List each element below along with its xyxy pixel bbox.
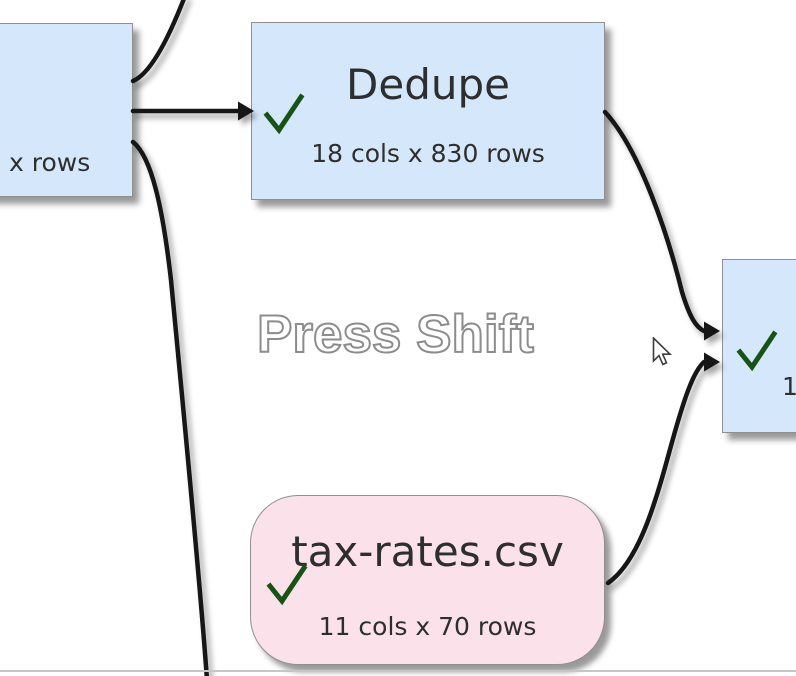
node-dedupe[interactable]: Dedupe 18 cols x 830 rows (251, 22, 605, 200)
connector-left-to-bottom (130, 139, 209, 676)
node-left-partial[interactable]: x rows (0, 23, 133, 197)
pane-divider (0, 670, 796, 672)
node-right-partial[interactable]: 1 (722, 259, 796, 433)
node-title: tax-rates.csv (291, 527, 564, 576)
mouse-cursor (652, 337, 672, 366)
check-icon (266, 562, 308, 606)
node-tax-rates-csv[interactable]: tax-rates.csv 11 cols x 70 rows (250, 495, 605, 665)
check-icon (263, 91, 305, 135)
node-title: Dedupe (346, 60, 510, 109)
connector-dedupe-to-right (602, 109, 707, 334)
node-row-count: x rows (9, 148, 91, 177)
node-row-count: 11 cols x 70 rows (318, 612, 537, 641)
connector-tax-to-right (605, 359, 707, 586)
press-shift-watermark: Press Shift (256, 305, 535, 365)
connector-left-to-top (130, 0, 186, 84)
node-row-count: 18 cols x 830 rows (311, 139, 545, 168)
arrowhead-icon (704, 321, 720, 341)
node-row-count: 1 (782, 372, 796, 401)
check-icon (736, 328, 778, 372)
arrowhead-icon (704, 352, 720, 372)
